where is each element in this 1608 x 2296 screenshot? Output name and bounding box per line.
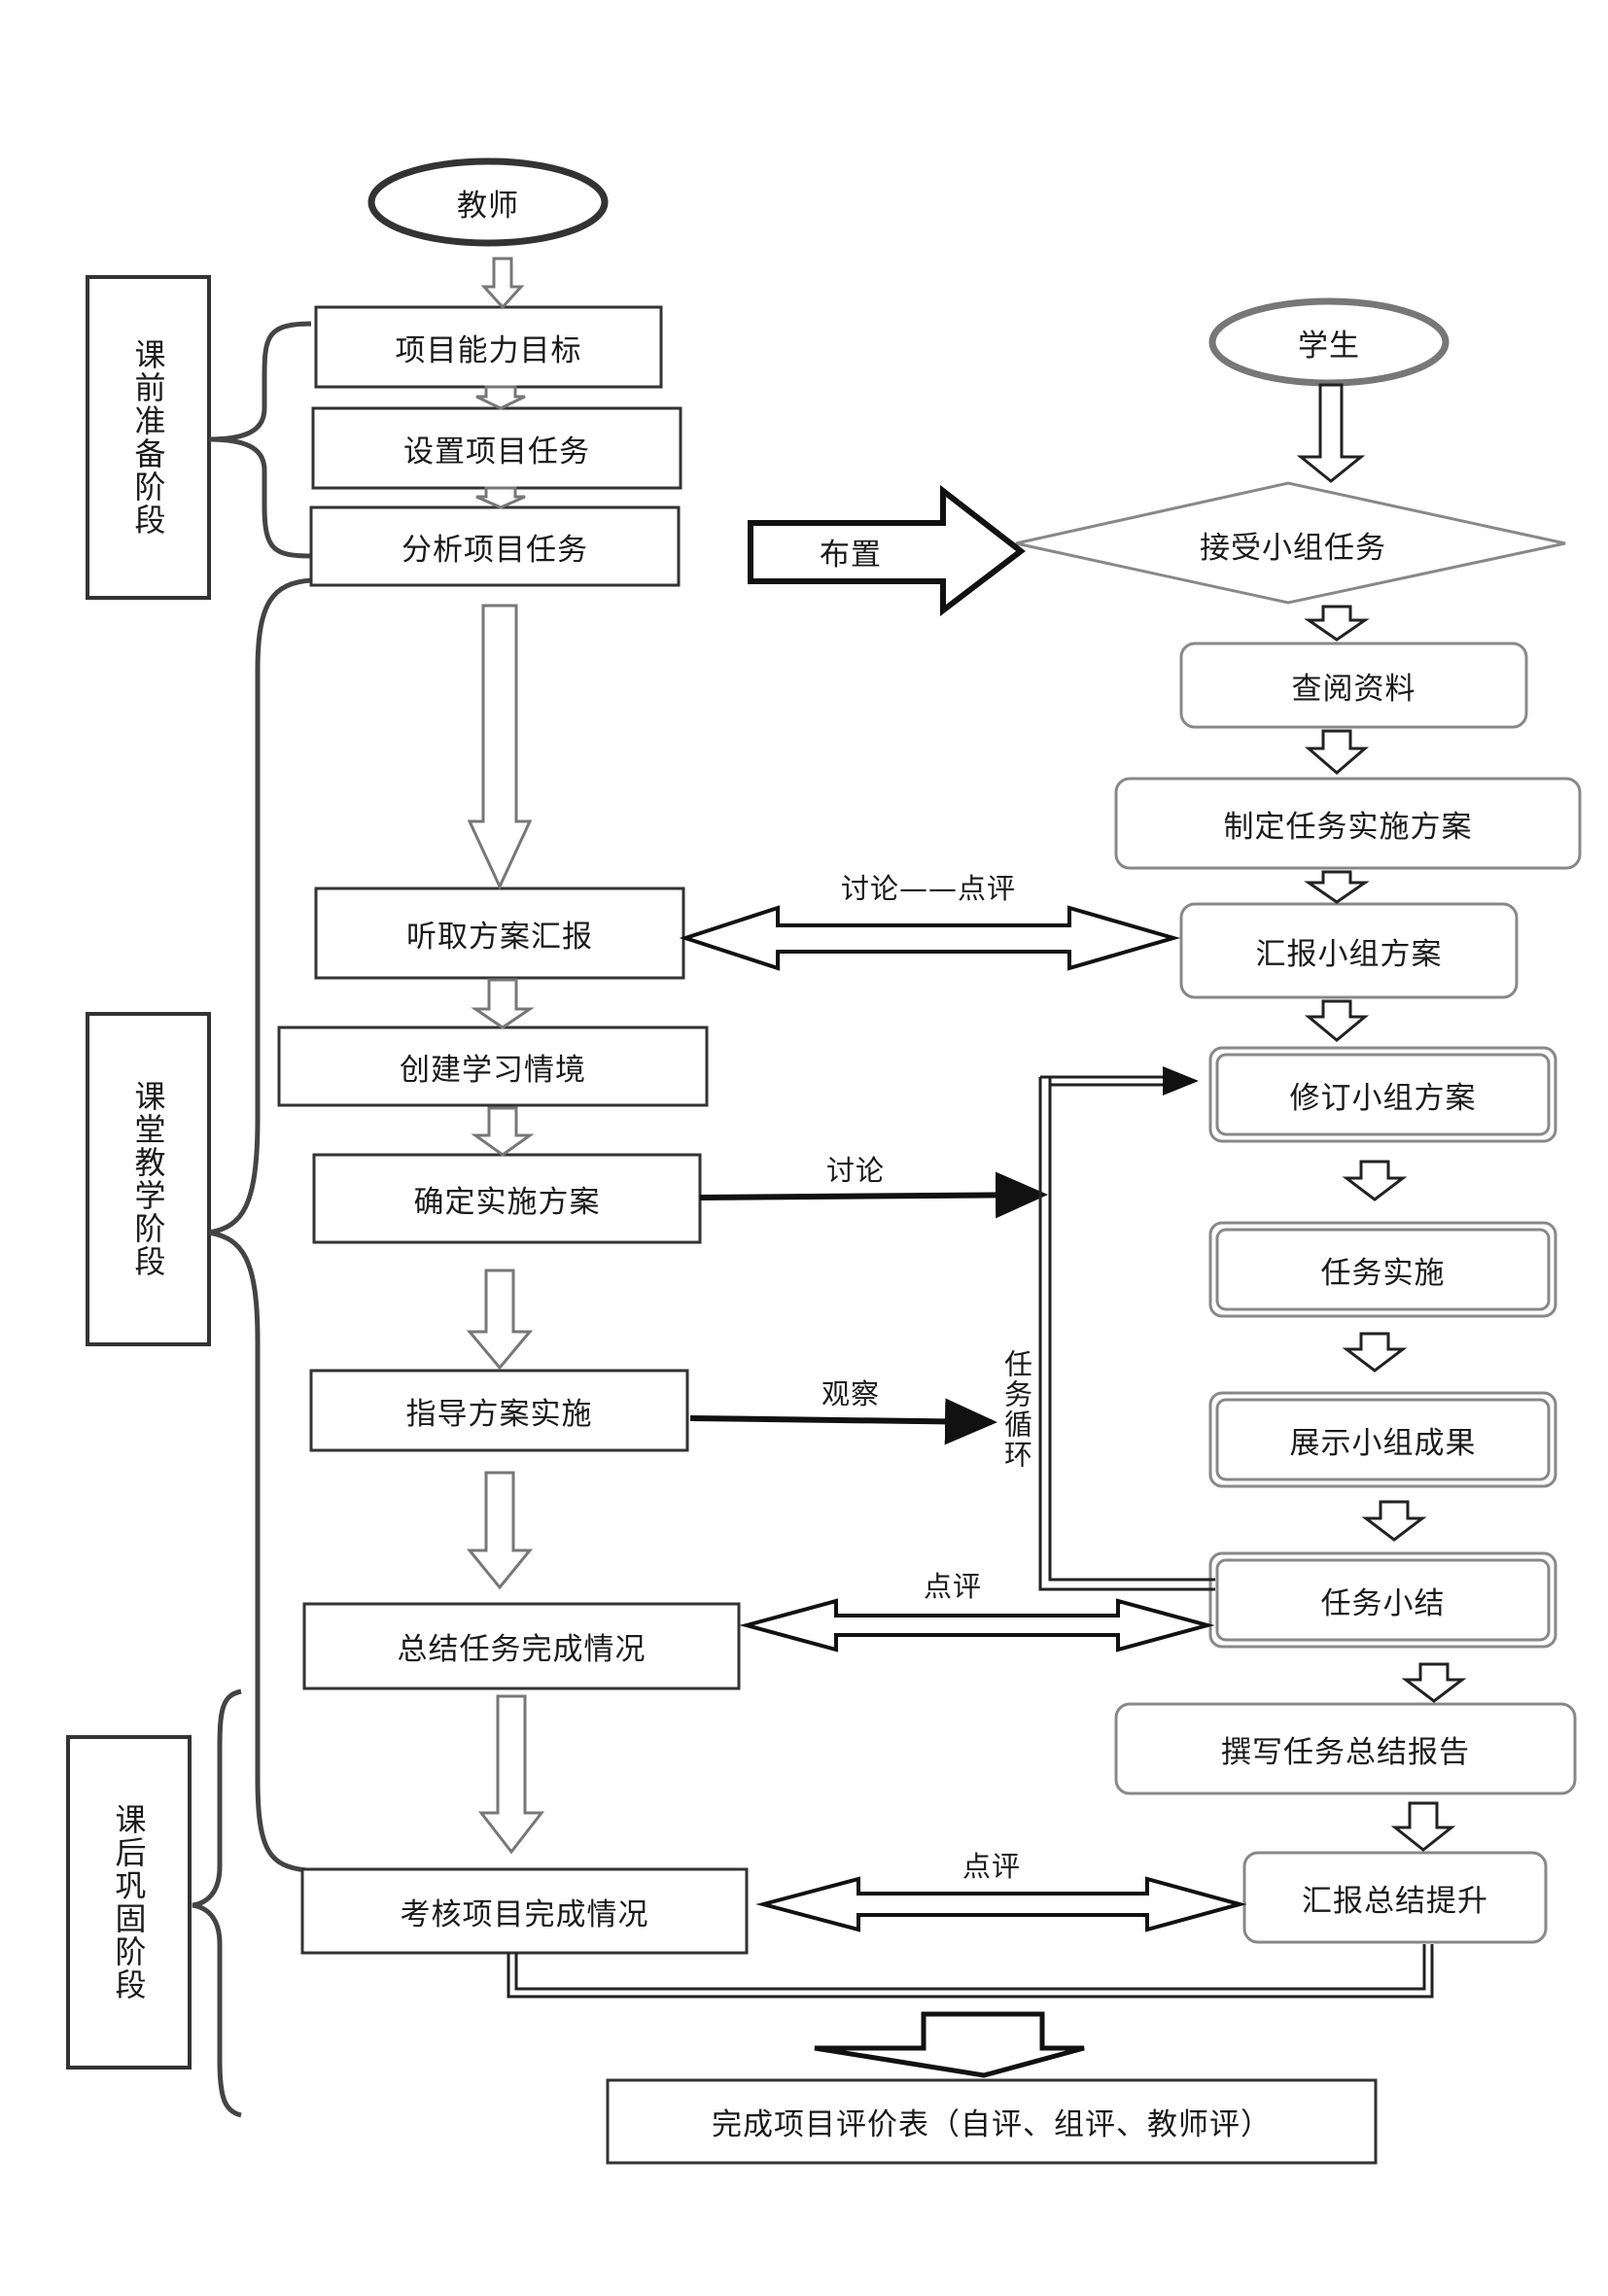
observe-arrow [689,1398,997,1445]
review-label-2: 点评 [961,1850,1021,1883]
student-box-5 [1208,1046,1557,1143]
phase-class-label: 课堂教学阶段 [129,1080,167,1278]
student-diamond-1 [1015,481,1566,605]
teacher-step-2: 设置项目任务 [403,434,590,470]
student-box-3 [1114,777,1582,870]
teacher-box-7 [309,1369,689,1452]
teacher-down-arrows [466,257,545,1855]
student-box-5-inner [1215,1053,1551,1136]
student-box-4 [1179,902,1519,999]
phase-post-label: 课后巩固阶段 [110,1803,148,2001]
teacher-arrow-6-7 [466,1269,534,1371]
student-step-4: 汇报小组方案 [1255,936,1443,972]
student-step-10: 汇报总结提升 [1302,1883,1488,1919]
student-arrow-9-10 [1390,1801,1456,1852]
observe-label: 观察 [821,1377,880,1410]
teacher-step-8: 总结任务完成情况 [397,1632,647,1667]
student-step-1: 接受小组任务 [1200,530,1386,566]
student-down-arrows [1296,383,1467,1852]
teacher-ellipse [367,157,609,247]
student-arrow-5-6 [1342,1160,1408,1201]
teacher-arrow-3-4 [467,604,533,890]
student-box-6 [1208,1221,1557,1318]
phase-box-class [86,1012,211,1346]
discuss-review-arrow [679,905,1181,971]
student-step-2: 查阅资料 [1291,671,1416,707]
teacher-step-1: 项目能力目标 [395,332,582,368]
student-box-8 [1208,1551,1557,1649]
student-step-7: 展示小组成果 [1289,1425,1477,1461]
student-step-9: 撰写任务总结报告 [1221,1734,1470,1770]
teacher-step-7: 指导方案实施 [405,1396,593,1432]
student-arrow-2-3 [1304,729,1370,775]
student-arrow-3-4 [1304,870,1370,904]
teacher-step-3: 分析项目任务 [402,532,588,568]
student-box-9 [1114,1702,1577,1795]
discuss-review-label: 讨论——点评 [840,872,1016,905]
final-box [606,2078,1378,2165]
phase-pre-label: 课前准备阶段 [129,338,167,537]
student-step-8: 任务小结 [1320,1585,1446,1621]
teacher-arrow-1-2 [475,385,526,410]
assign-arrow [748,484,1026,617]
student-box-6-inner [1215,1228,1551,1311]
brace-post [192,1688,242,2118]
teacher-arrow-4-5 [471,978,535,1029]
final-down-arrow [814,2011,1085,2078]
teacher-box-8 [302,1602,741,1690]
student-box-7-inner [1215,1398,1551,1481]
teacher-arrow-5-6 [471,1106,535,1157]
discuss-arrow [699,1171,1048,1219]
task-loop-line [1038,1075,1215,1591]
student-step-6: 任务实施 [1320,1255,1446,1291]
review-label-1: 点评 [923,1570,982,1603]
student-arrow-6-7 [1342,1332,1408,1373]
teacher-box-9 [300,1867,749,1955]
student-arrow-1-2 [1304,605,1370,642]
task-loop-label: 任务循环 [999,1349,1033,1470]
assign-label: 布置 [820,537,882,573]
brace-class [208,577,312,1873]
task-loop-arrowhead [1163,1066,1199,1096]
student-ellipse [1208,297,1450,387]
student-step-3: 制定任务实施方案 [1223,809,1473,845]
teacher-label: 教师 [457,188,519,224]
teacher-box-6 [312,1153,702,1244]
teacher-arrow-start [480,257,525,310]
converge-lines [507,1944,1434,1999]
student-box-8-inner [1215,1558,1551,1642]
phase-box-pre [86,275,211,600]
teacher-step-6: 确定实施方案 [413,1184,601,1220]
teacher-arrow-8-9 [477,1694,545,1855]
phase-box-post [66,1735,192,2070]
student-step-5: 修订小组方案 [1289,1080,1477,1116]
student-arrow-7-8 [1361,1500,1427,1542]
student-box-2 [1179,642,1528,729]
discuss-label: 讨论 [825,1154,885,1187]
brace-pre [208,321,312,559]
teacher-arrow-2-3 [475,486,526,509]
review-arrow-1 [739,1598,1215,1652]
student-box-7 [1208,1391,1557,1488]
teacher-step-5: 创建学习情境 [400,1052,586,1088]
student-label: 学生 [1298,328,1360,364]
student-arrow-8-9 [1401,1662,1467,1703]
teacher-box-5 [277,1026,709,1107]
review-arrow-2 [755,1876,1247,1932]
teacher-arrow-7-8 [466,1471,534,1590]
student-box-10 [1242,1851,1548,1944]
student-arrow-4-5 [1304,999,1370,1042]
student-arrow-start [1296,383,1366,483]
teacher-box-3 [309,505,681,587]
final-step: 完成项目评价表（自评、组评、教师评） [712,2107,1272,2142]
teacher-step-9: 考核项目完成情况 [400,1896,649,1932]
teacher-step-4: 听取方案汇报 [406,919,593,955]
